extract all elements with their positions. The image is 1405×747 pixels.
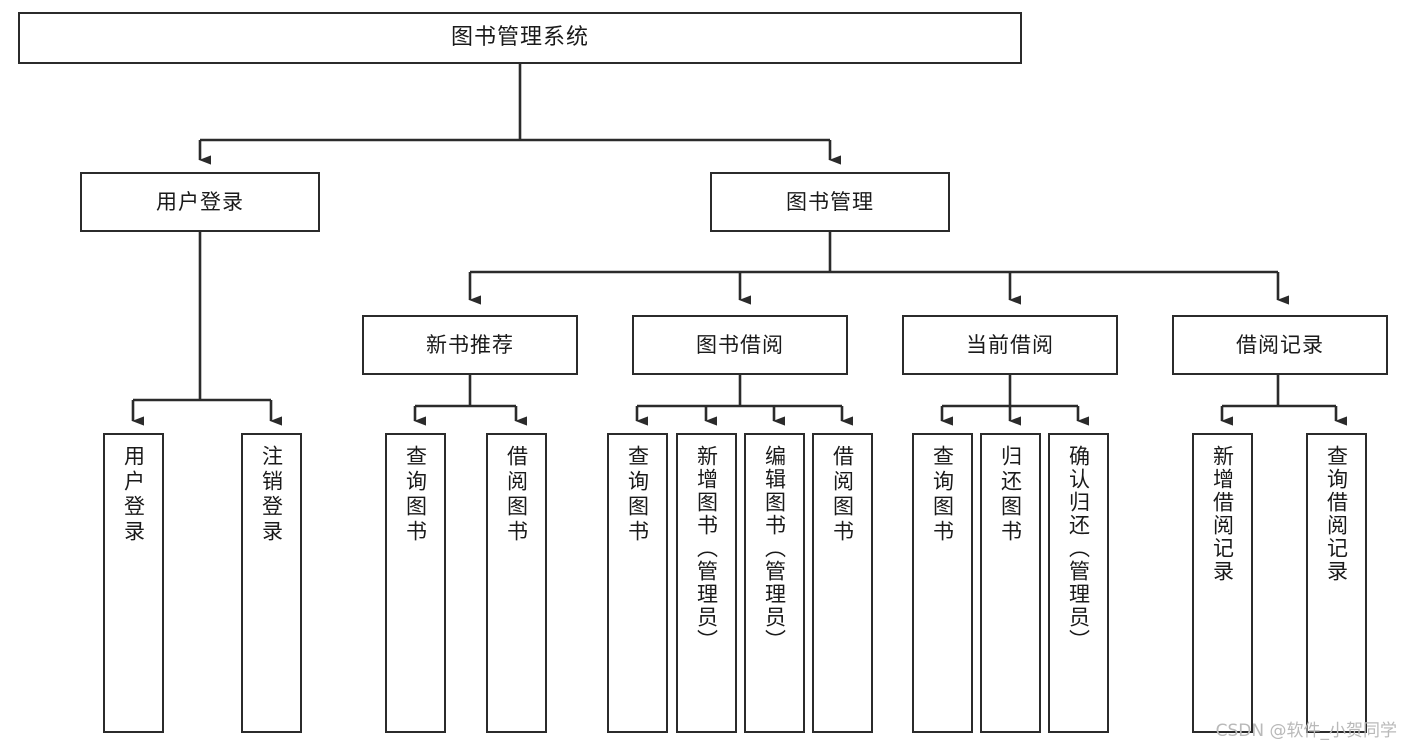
node-label: 编辑图书（管理员） — [762, 445, 787, 652]
leaf-record-add-record[interactable]: 新增借阅记录 — [1192, 433, 1253, 733]
leaf-current-confirm-return-admin[interactable]: 确认归还（管理员） — [1048, 433, 1109, 733]
leaf-current-query-book[interactable]: 查询图书 — [912, 433, 973, 733]
node-label: 确认归还（管理员） — [1066, 445, 1091, 652]
leaf-record-query-record[interactable]: 查询借阅记录 — [1306, 433, 1367, 733]
leaf-user-login-login[interactable]: 用户登录 — [103, 433, 164, 733]
leaf-borrow-add-book-admin[interactable]: 新增图书（管理员） — [676, 433, 737, 733]
node-label: 用户登录 — [156, 189, 244, 214]
leaf-recommend-query-book[interactable]: 查询图书 — [385, 433, 446, 733]
node-book-borrow[interactable]: 图书借阅 — [632, 315, 848, 375]
node-label: 新增借阅记录 — [1210, 445, 1235, 583]
node-label: 查询图书 — [930, 445, 955, 545]
leaf-borrow-borrow-book[interactable]: 借阅图书 — [812, 433, 873, 733]
node-label: 注销登录 — [259, 445, 284, 545]
node-label: 借阅图书 — [830, 445, 855, 545]
node-label: 用户登录 — [121, 445, 146, 545]
node-root-system[interactable]: 图书管理系统 — [18, 12, 1022, 64]
node-label: 新书推荐 — [426, 332, 514, 357]
node-label: 借阅图书 — [504, 445, 529, 545]
csdn-watermark: CSDN @软件_小贺同学 — [1215, 721, 1397, 741]
leaf-borrow-query-book[interactable]: 查询图书 — [607, 433, 668, 733]
node-label: 查询图书 — [403, 445, 428, 545]
leaf-user-login-logout[interactable]: 注销登录 — [241, 433, 302, 733]
node-label: 图书管理 — [786, 189, 874, 214]
node-current-borrow[interactable]: 当前借阅 — [902, 315, 1118, 375]
leaf-recommend-borrow-book[interactable]: 借阅图书 — [486, 433, 547, 733]
leaf-current-return-book[interactable]: 归还图书 — [980, 433, 1041, 733]
node-label: 当前借阅 — [966, 332, 1054, 357]
node-book-management[interactable]: 图书管理 — [710, 172, 950, 232]
node-label: 新增图书（管理员） — [694, 445, 719, 652]
node-borrow-record[interactable]: 借阅记录 — [1172, 315, 1388, 375]
node-label: 查询图书 — [625, 445, 650, 545]
node-new-book-recommend[interactable]: 新书推荐 — [362, 315, 578, 375]
leaf-borrow-edit-book-admin[interactable]: 编辑图书（管理员） — [744, 433, 805, 733]
node-label: 借阅记录 — [1236, 332, 1324, 357]
node-user-login[interactable]: 用户登录 — [80, 172, 320, 232]
node-label: 归还图书 — [998, 445, 1023, 545]
node-label: 图书借阅 — [696, 332, 784, 357]
node-label: 图书管理系统 — [450, 25, 589, 51]
node-label: 查询借阅记录 — [1324, 445, 1349, 583]
